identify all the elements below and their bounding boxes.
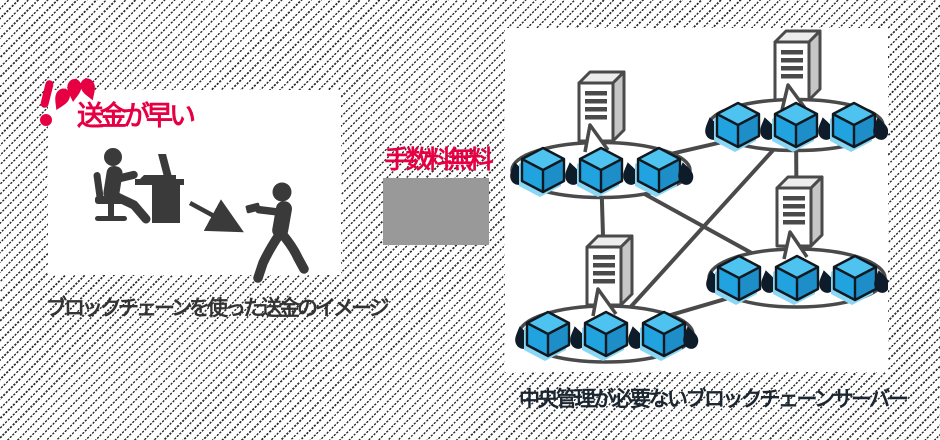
blockchain-blocks — [507, 148, 694, 197]
transfer-arrow-icon — [188, 199, 244, 233]
blockchain-network-diagram — [505, 29, 888, 364]
left-panel-caption: ブロックチェーンを使った送金のイメージ — [46, 297, 390, 320]
blockchain-node-right-middle — [703, 175, 888, 309]
walking-person-icon — [245, 182, 309, 283]
blockchain-node-bottom-left — [512, 234, 699, 364]
person-at-desk-icon — [93, 148, 184, 224]
server-icon — [577, 70, 626, 143]
server-icon — [585, 234, 634, 307]
flash-emphasis-icon — [40, 78, 95, 126]
server-icon — [775, 175, 824, 248]
speed-headline: 送金が早い — [77, 101, 196, 131]
placeholder-box — [383, 178, 489, 245]
right-panel-caption: 中央管理が必要ないブロックチェーンサーバー — [519, 388, 909, 411]
blockchain-node-top-right — [702, 29, 888, 153]
blockchain-blocks — [512, 312, 699, 361]
blockchain-blocks — [702, 103, 888, 152]
blockchain-node-top-left — [507, 70, 694, 200]
fee-free-label: 手数料無料 — [384, 146, 493, 174]
server-icon — [773, 29, 822, 102]
blockchain-blocks — [703, 256, 888, 305]
